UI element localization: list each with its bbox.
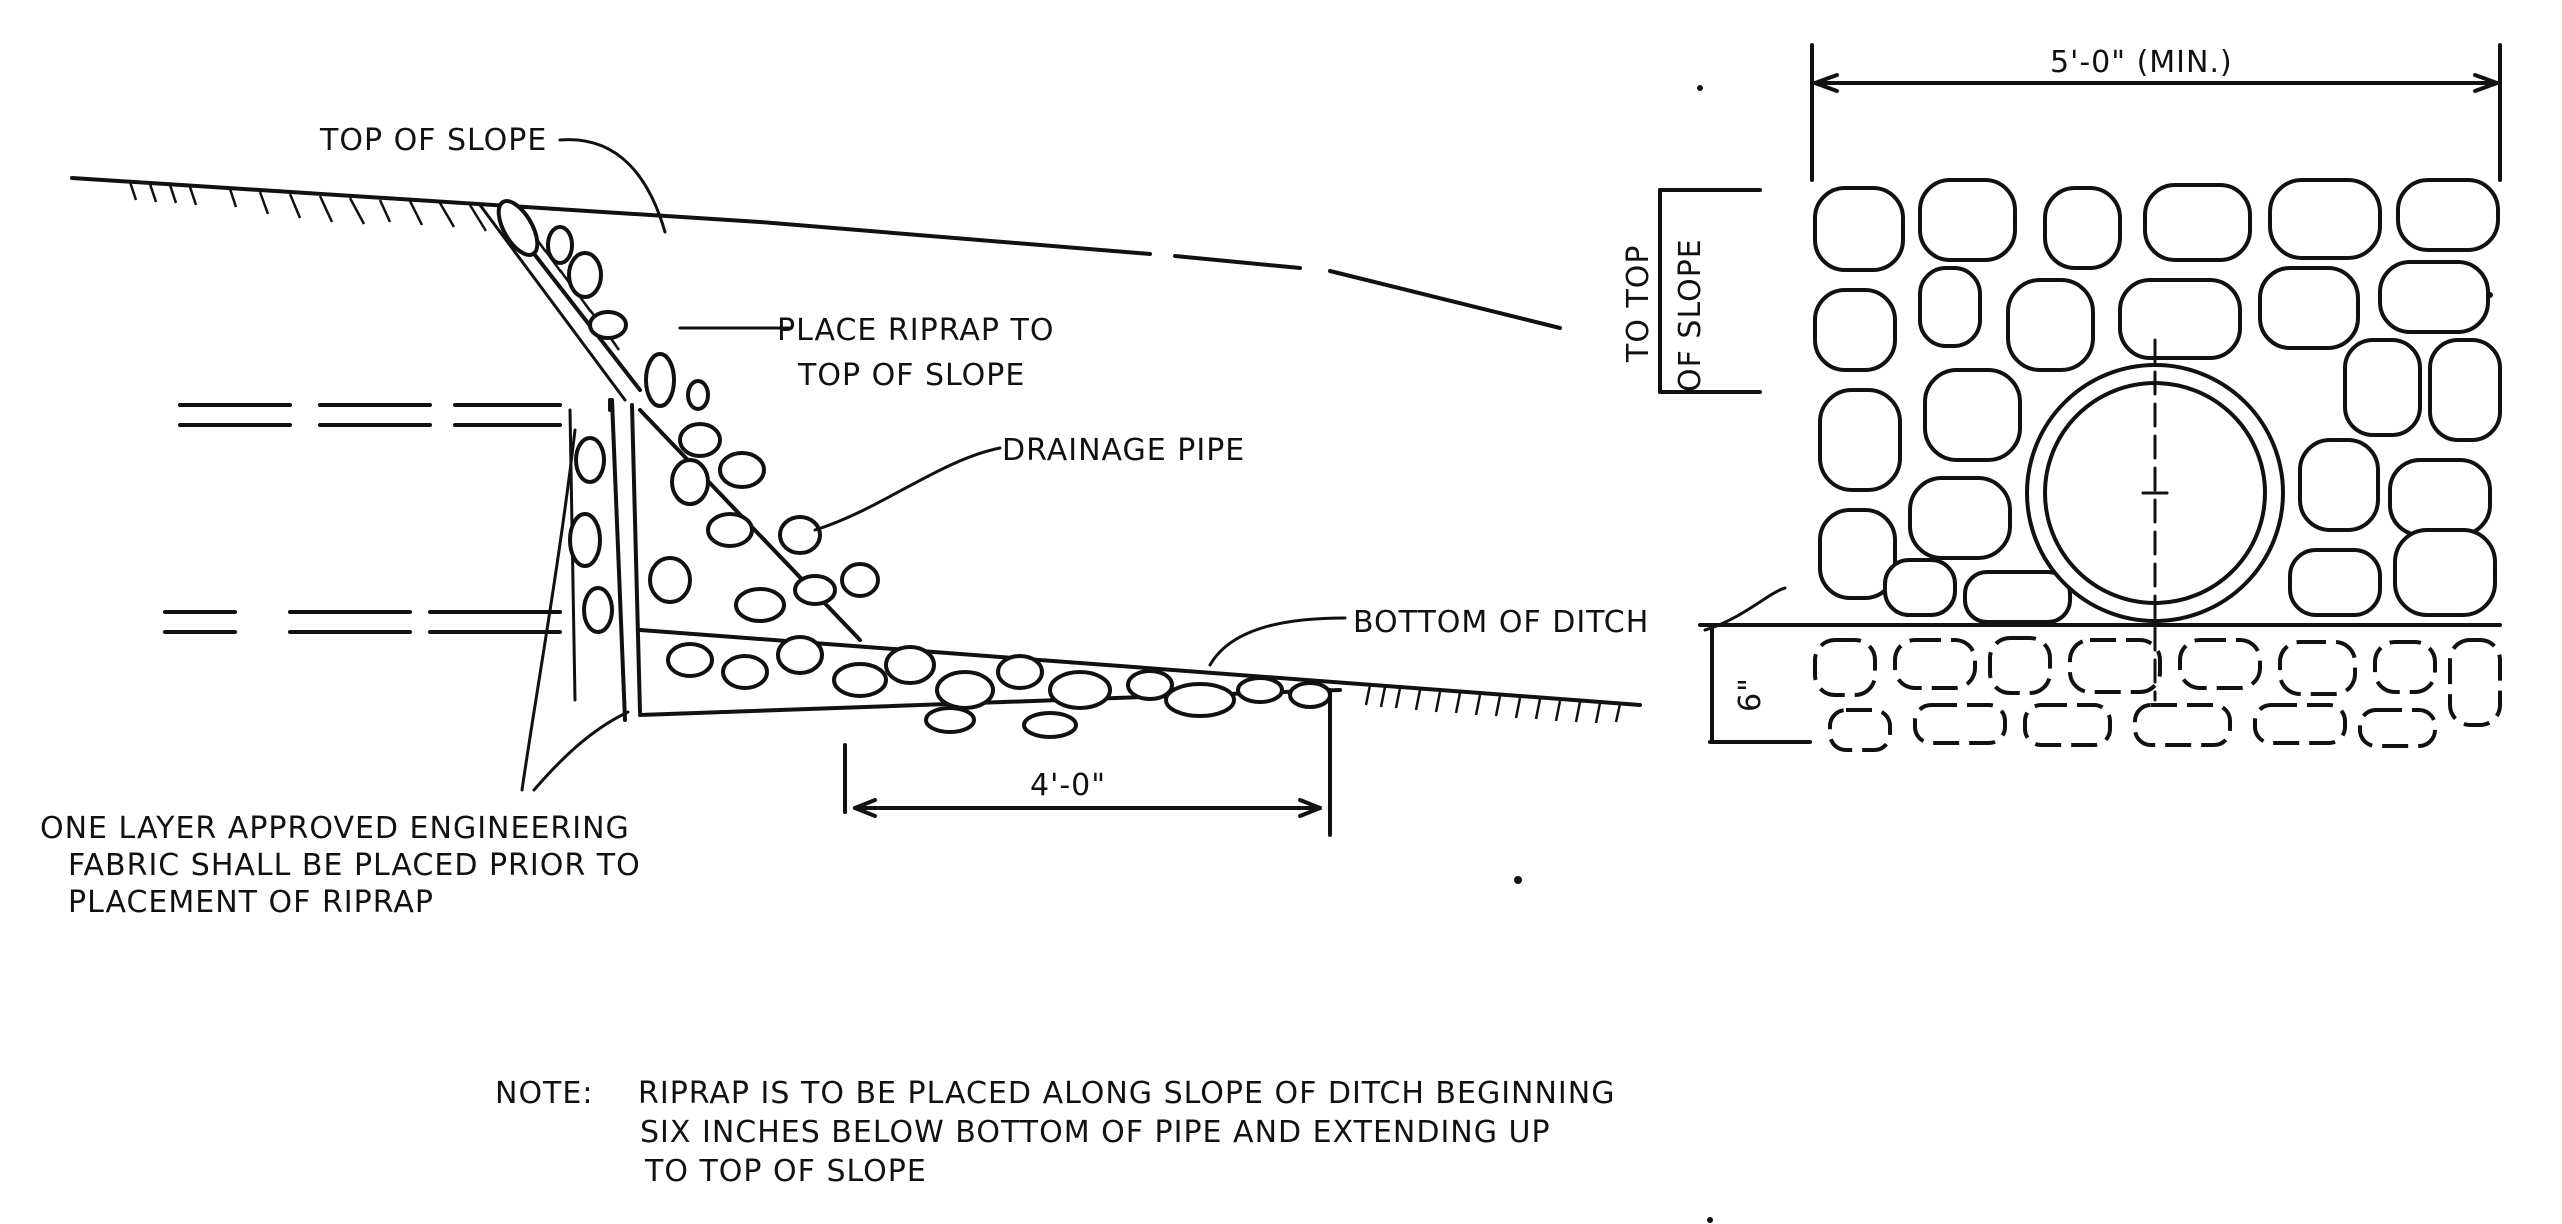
dimension-label-6in: 6" bbox=[1733, 677, 1768, 712]
label-place-riprap-2: TOP OF SLOPE bbox=[797, 358, 1025, 393]
note-line-3: TO TOP OF SLOPE bbox=[644, 1154, 927, 1189]
fabric-note-line-2: FABRIC SHALL BE PLACED PRIOR TO bbox=[68, 848, 641, 883]
elevation-view: 5'-0" (MIN.) TO TOP OF SLOPE 6" bbox=[1621, 43, 2502, 752]
label-drainage-pipe: DRAINAGE PIPE bbox=[1002, 433, 1245, 468]
fabric-note-line-1: ONE LAYER APPROVED ENGINEERING bbox=[40, 811, 630, 846]
side-label-of-slope: OF SLOPE bbox=[1673, 238, 1708, 392]
pipe-centerline-dashes bbox=[163, 403, 562, 634]
label-bottom-of-ditch: BOTTOM OF DITCH bbox=[1353, 605, 1649, 640]
dimension-5ft bbox=[1810, 43, 2502, 182]
label-place-riprap-1: PLACE RIPRAP TO bbox=[777, 313, 1054, 348]
dimension-to-top-of-slope bbox=[1658, 188, 1762, 394]
slope-face-inner bbox=[478, 203, 627, 402]
ground-hatching-bottom bbox=[1364, 684, 1622, 724]
leader-bottom-of-ditch bbox=[1208, 616, 1347, 667]
dimension-4ft bbox=[843, 688, 1332, 837]
note-line-1: RIPRAP IS TO BE PLACED ALONG SLOPE OF DI… bbox=[638, 1076, 1615, 1111]
note-line-2: SIX INCHES BELOW BOTTOM OF PIPE AND EXTE… bbox=[640, 1115, 1551, 1150]
side-label-to-top: TO TOP bbox=[1621, 244, 1656, 363]
elevation-rocks-upper bbox=[1813, 178, 2502, 702]
leader-top-of-slope bbox=[558, 138, 667, 234]
general-note: NOTE: RIPRAP IS TO BE PLACED ALONG SLOPE… bbox=[495, 1076, 1615, 1189]
section-riprap-rocks bbox=[496, 199, 1332, 739]
top-of-slope-line-far bbox=[758, 220, 1562, 330]
leader-fabric bbox=[520, 428, 577, 792]
leader-fabric-2 bbox=[532, 710, 630, 792]
headwall-right bbox=[630, 403, 642, 714]
note-prefix: NOTE: bbox=[495, 1076, 593, 1111]
dimension-6in bbox=[1703, 586, 1812, 744]
fabric-note-line-3: PLACEMENT OF RIPRAP bbox=[68, 885, 434, 920]
top-of-slope-line bbox=[70, 176, 762, 224]
section-view: TOP OF SLOPE PLACE RIPRAP TO TOP OF SLOP… bbox=[40, 123, 1649, 920]
scan-specks bbox=[1514, 85, 2493, 1223]
dimension-label-5ft: 5'-0" (MIN.) bbox=[2050, 45, 2233, 80]
headwall-left bbox=[608, 398, 627, 722]
dimension-label-4ft: 4'-0" bbox=[1030, 768, 1106, 803]
elevation-rocks-lower bbox=[1813, 636, 2502, 752]
label-top-of-slope: TOP OF SLOPE bbox=[319, 123, 547, 158]
leader-drainage-pipe bbox=[813, 446, 1002, 532]
